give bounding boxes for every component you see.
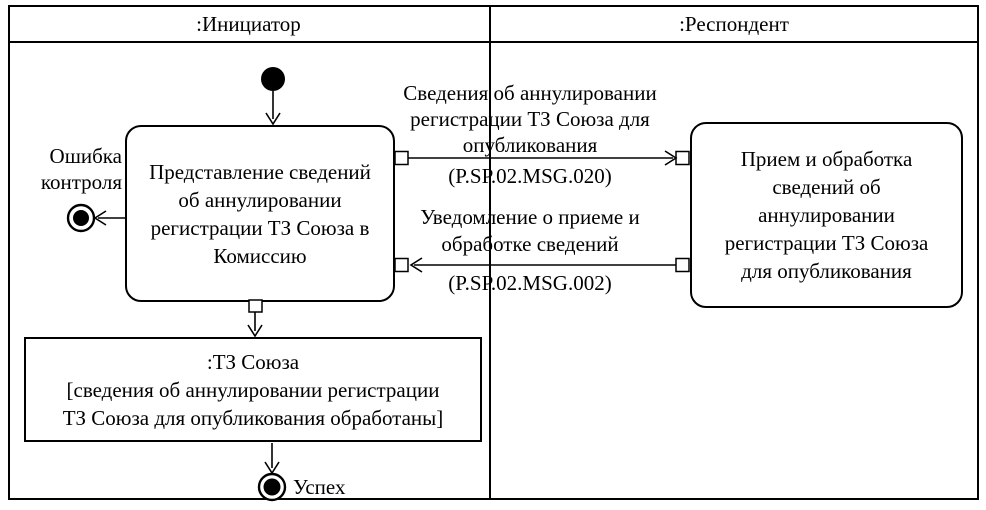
arrowhead-left-icon: [409, 257, 423, 273]
error-final-label: Ошибка контроля: [40, 144, 122, 194]
message-request-label: Сведения об аннулировании регистрации ТЗ…: [403, 81, 657, 157]
arrowhead-right-icon: [664, 150, 678, 166]
success-final-label: Успех: [293, 475, 346, 499]
swimlane-divider-line: [489, 5, 491, 498]
activity-node-respondent: Прием и обработка сведений об аннулирова…: [690, 122, 963, 308]
arrowhead-down-icon: [247, 324, 263, 338]
activity-node-respondent-text: Прием и обработка сведений об аннулирова…: [724, 147, 929, 283]
final-node-success-core: [263, 478, 281, 496]
message-reply-label: Уведомление о приеме и обработке сведени…: [420, 205, 640, 256]
activity-node-initiator-text: Представление сведений об аннулировании …: [149, 159, 371, 268]
pin-initiator-bottom: [248, 299, 263, 313]
swimlane-header-row: :Инициатор :Респондент: [8, 5, 979, 43]
diagram-frame: [8, 5, 979, 500]
object-node-tz-soyuza: :ТЗ Союза [сведения об аннулировании рег…: [24, 337, 482, 442]
message-request-code: (P.SP.02.MSG.020): [448, 164, 612, 188]
arrowhead-down-icon: [265, 112, 281, 126]
message-reply-code: (P.SP.02.MSG.002): [448, 271, 612, 295]
initial-node: [261, 67, 285, 91]
final-node-error-core: [73, 210, 89, 226]
activity-node-initiator: Представление сведений об аннулировании …: [125, 125, 395, 302]
object-node-text: :ТЗ Союза [сведения об аннулировании рег…: [62, 349, 444, 430]
pin-initiator-in: [394, 257, 409, 273]
lane-header-respondent: :Респондент: [679, 11, 789, 36]
header-divider-line: [8, 41, 979, 43]
lane-header-initiator: :Инициатор: [196, 11, 301, 36]
